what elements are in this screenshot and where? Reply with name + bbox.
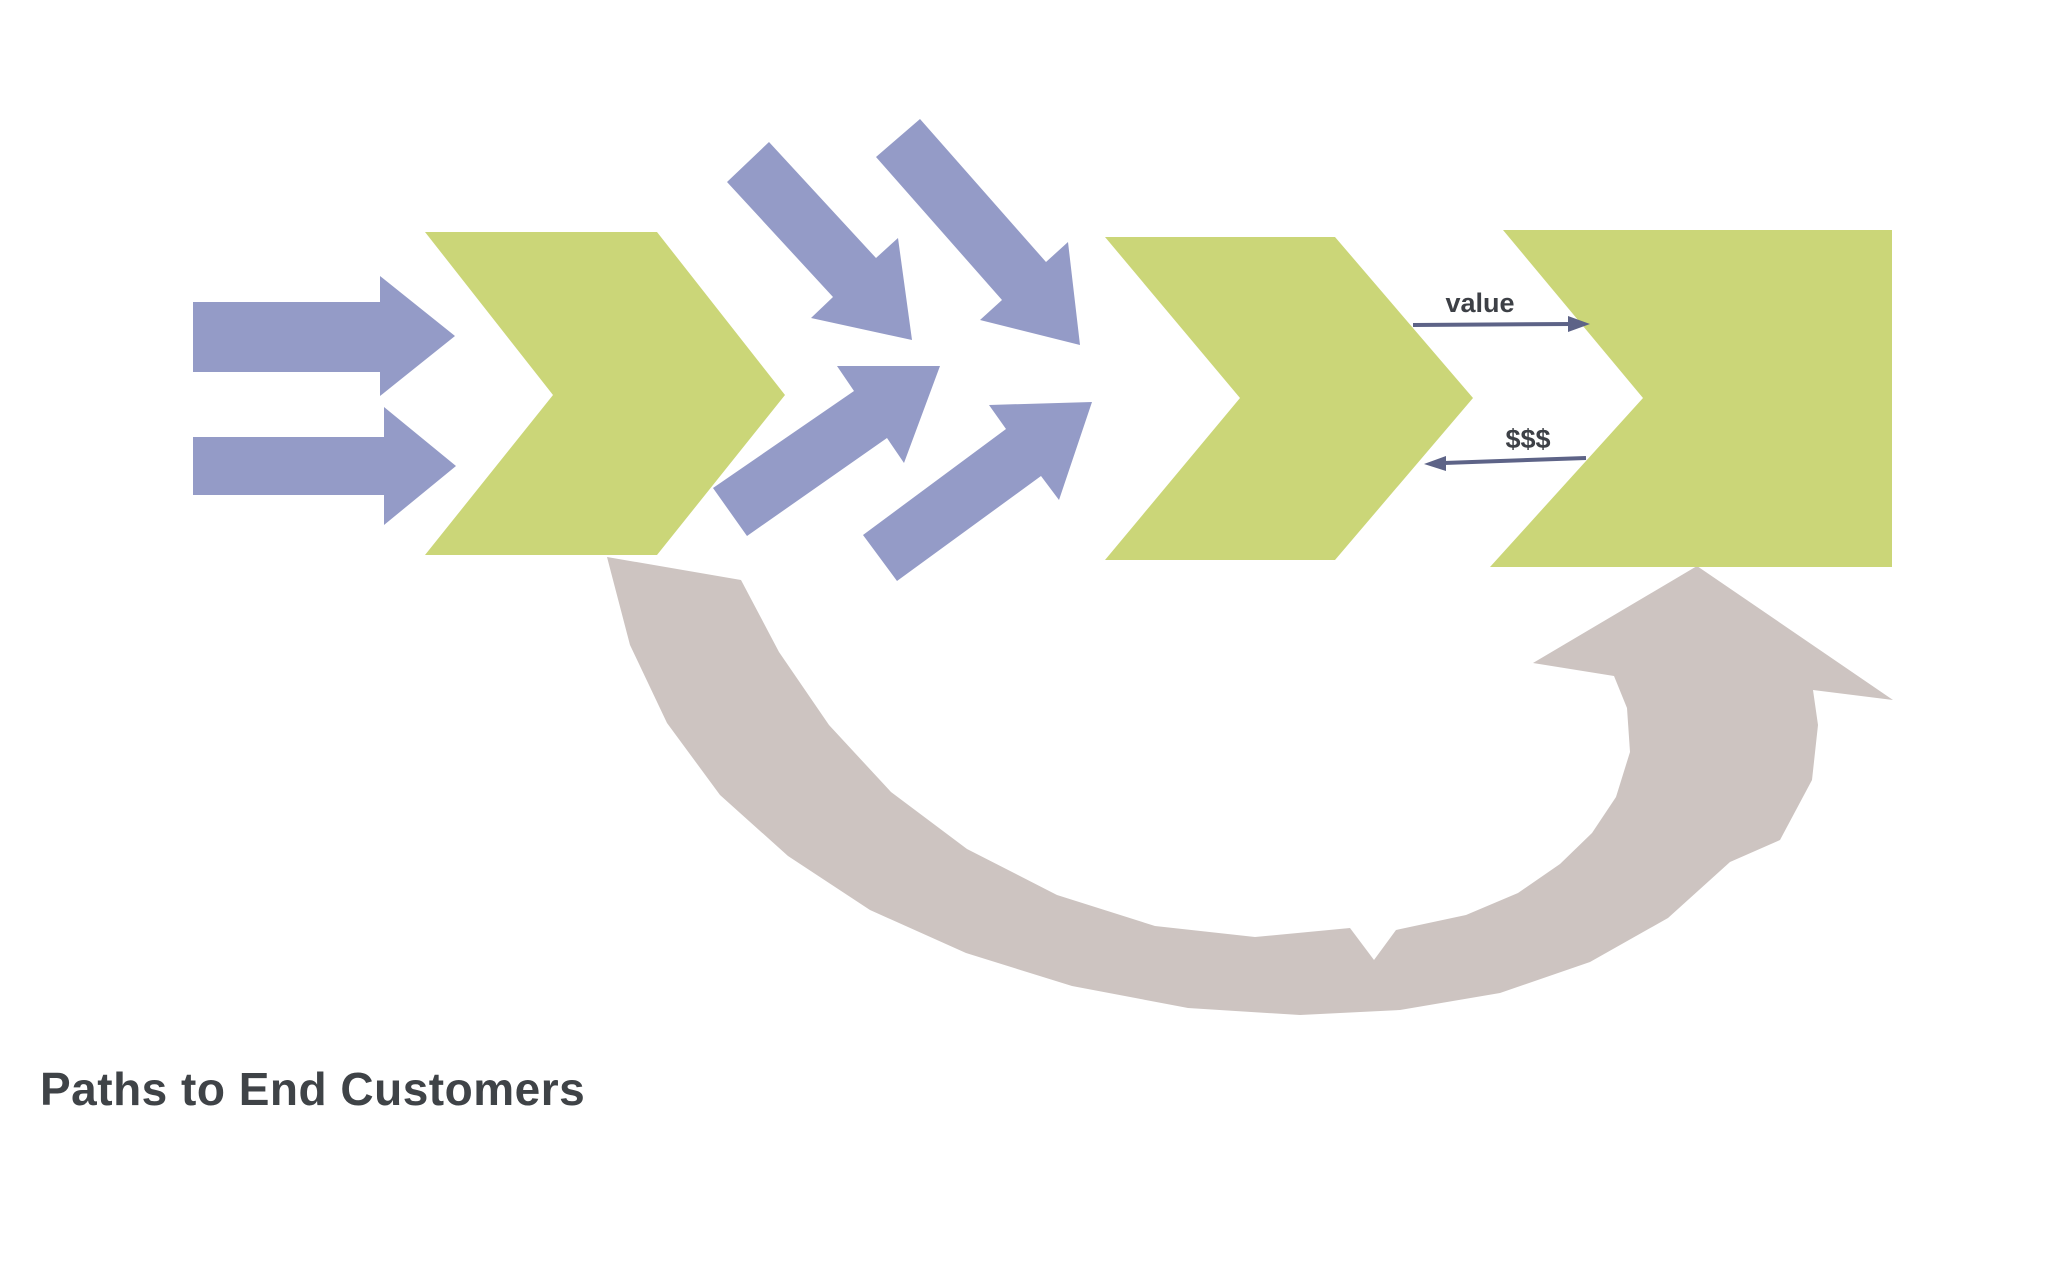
value-flow-label: value	[1445, 288, 1515, 318]
value-connector-arrowhead-icon	[1568, 316, 1590, 332]
money-connector-arrowhead-icon	[1424, 456, 1446, 471]
end-customer-block	[1490, 230, 1892, 567]
money-flow-label: $$$	[1505, 424, 1551, 454]
feedback-loop-arrow-icon	[607, 557, 1893, 1015]
value-connector-line	[1412, 322, 1573, 327]
diagonal-arrow-down-left-icon	[727, 142, 912, 340]
stage-chevron-1	[425, 232, 785, 555]
stage-chevron-2	[1105, 237, 1473, 560]
diagonal-arrow-up-left-icon	[713, 366, 940, 536]
input-arrow-bottom-icon	[193, 407, 456, 525]
money-connector-line	[1443, 456, 1587, 465]
page-title: Paths to End Customers	[40, 1063, 586, 1115]
diagonal-arrow-up-right-icon	[863, 402, 1092, 581]
input-arrow-top-icon	[193, 276, 455, 396]
diagonal-arrow-down-right-icon	[876, 119, 1080, 345]
